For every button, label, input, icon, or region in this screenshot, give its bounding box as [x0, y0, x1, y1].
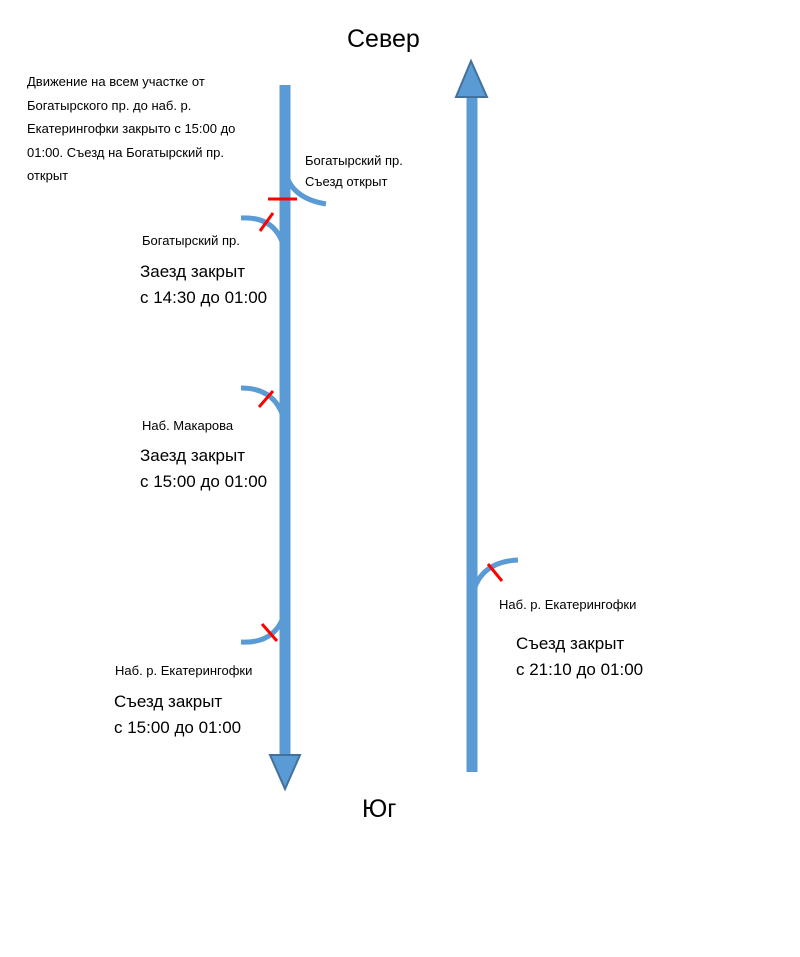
ramp-name-bogatyrsky-entry: Богатырский пр.	[142, 233, 240, 248]
ramp-ekateringofka-exit-south	[240, 611, 288, 645]
ramp-label-bogatyrsky-exit: Богатырский пр. Съезд открыт	[305, 150, 403, 192]
ramp-name-ekateringofka-exit-south: Наб. р. Екатерингофки	[115, 663, 253, 678]
southbound-arrow-head	[268, 754, 302, 792]
ramp-status: Заезд закрыт	[140, 446, 246, 465]
ramp-status: Заезд закрыт	[140, 262, 246, 281]
ramp-bogatyrsky-entry	[240, 215, 288, 253]
ramp-ekateringofka-exit-north	[469, 557, 519, 599]
ramp-info-ekateringofka-exit-south: Съезд закрыт с 15:00 до 01:00	[114, 689, 241, 741]
ramp-time: с 21:10 до 01:00	[516, 660, 644, 679]
ramp-bogatyrsky-exit	[282, 169, 327, 207]
closure-makarova-entry	[257, 390, 275, 408]
ramp-time: с 15:00 до 01:00	[114, 718, 242, 737]
ramp-time: с 15:00 до 01:00	[140, 472, 268, 491]
ramp-name-ekateringofka-exit-north: Наб. р. Екатерингофки	[499, 597, 637, 612]
ramp-info-makarova-entry: Заезд закрыт с 15:00 до 01:00	[140, 443, 267, 495]
closure-bogatyrsky-entry	[258, 212, 275, 232]
ramp-name: Богатырский пр.	[305, 153, 403, 168]
ramp-status: Съезд закрыт	[114, 692, 223, 711]
ramp-time: с 14:30 до 01:00	[140, 288, 268, 307]
ramp-info-ekateringofka-exit-north: Съезд закрыт с 21:10 до 01:00	[516, 631, 643, 683]
ramp-info-bogatyrsky-entry: Заезд закрыт с 14:30 до 01:00	[140, 259, 267, 311]
closure-ekateringofka-exit-south	[260, 623, 279, 642]
northbound-arrow-head	[454, 58, 489, 98]
ramp-makarova-entry	[240, 385, 288, 425]
general-note: Движение на всем участке от Богатырского…	[27, 74, 236, 183]
south-label: Юг	[362, 795, 397, 823]
ramp-status: Съезд закрыт	[516, 634, 625, 653]
north-label: Север	[347, 25, 420, 53]
closure-ekateringofka-exit-north	[486, 563, 504, 582]
ramp-name-makarova-entry: Наб. Макарова	[142, 418, 234, 433]
ramp-status: Съезд открыт	[305, 174, 388, 189]
